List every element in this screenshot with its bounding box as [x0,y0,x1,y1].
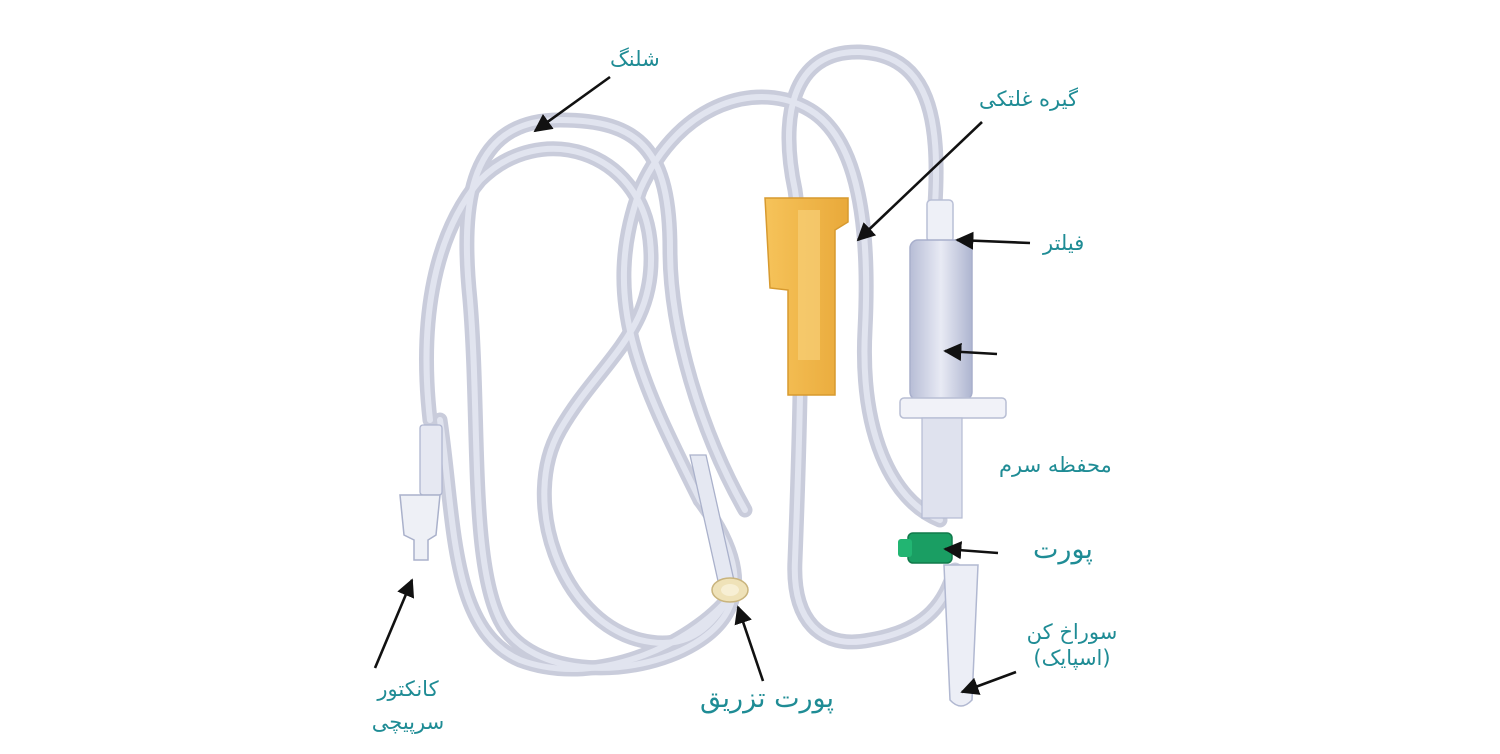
label-spike: سوراخ کن (اسپایک) [1014,619,1130,672]
tubing [419,44,963,677]
arrow-tube [533,75,611,133]
arrow-roller-clamp [856,121,983,242]
label-tube: شلنگ [610,47,660,71]
label-connector-line1: کانکتور [377,677,439,701]
arrow-drip-chamber [943,342,998,362]
injection-port [689,454,749,603]
label-connector: کانکتور سرپیچی [360,673,456,738]
arrow-filter [955,231,1031,250]
filter-cap [926,199,954,243]
label-roller-clamp: گیره غلتکی [979,87,1078,111]
arrow-spike [960,670,1017,695]
label-connector-line2: سرپیچی [371,709,445,734]
drip-chamber [899,199,1007,519]
label-filter: فیلتر [1043,231,1085,255]
luer-connector [399,424,443,561]
label-port: پورت [1033,534,1093,565]
roller-clamp [764,197,849,396]
arrow-connector [373,578,415,669]
green-port [898,532,953,564]
label-spike-line1: سوراخ کن [1026,620,1118,644]
arrow-injection-port [734,605,765,682]
spike [943,564,979,707]
annotation-arrows [373,75,1031,695]
label-drip-chamber: محفظه سرم [999,453,1112,477]
arrow-port [943,541,999,560]
label-spike-line2: (اسپایک) [1033,646,1111,671]
label-injection-port: پورت تزریق [700,683,834,714]
